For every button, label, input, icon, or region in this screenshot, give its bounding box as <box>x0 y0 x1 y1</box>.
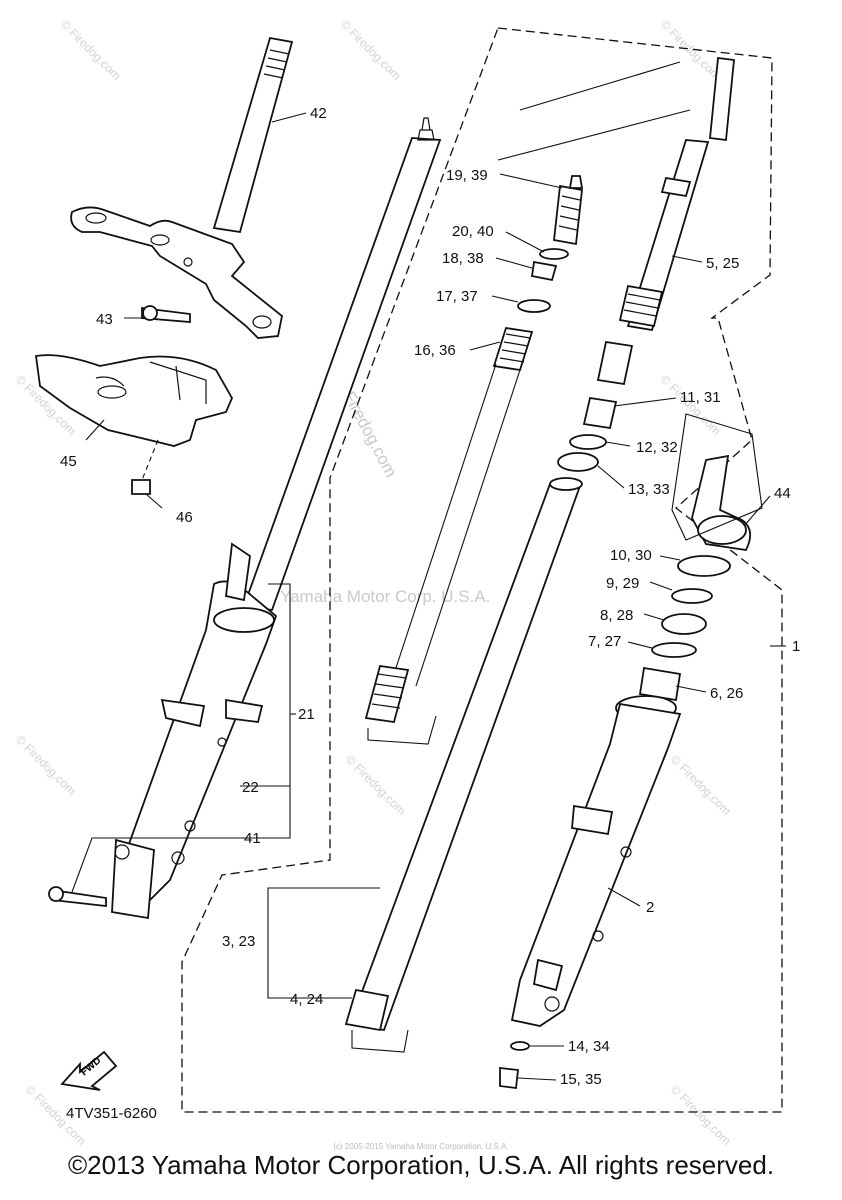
lower-bracket <box>70 206 283 339</box>
callout-41: 41 <box>244 830 261 847</box>
washer <box>651 642 697 658</box>
callout-21: 21 <box>298 706 315 723</box>
nut <box>530 260 558 282</box>
watermark-site-bbr: © Firedog.com <box>668 1082 734 1148</box>
cover-bolt <box>131 479 151 495</box>
steering-stem-shaft <box>212 36 294 234</box>
drain-bolt <box>499 1066 519 1090</box>
callout-3-23: 3, 23 <box>222 933 255 950</box>
watermark-site-bl: © Firedog.com <box>13 732 79 798</box>
callout-14-34: 14, 34 <box>568 1038 610 1055</box>
callout-5-25: 5, 25 <box>706 255 739 272</box>
callout-11-31: 11, 31 <box>680 389 721 406</box>
oil-lock-piece <box>596 340 634 386</box>
watermark-site-tl: © Firedog.com <box>58 17 124 83</box>
callout-6-26: 6, 26 <box>710 685 743 702</box>
callout-46: 46 <box>176 509 193 526</box>
callout-9-29: 9, 29 <box>606 575 639 592</box>
callout-19-39: 19, 39 <box>446 167 488 184</box>
callout-42: 42 <box>310 105 327 122</box>
callout-43: 43 <box>96 311 113 328</box>
right-fork-internals <box>344 56 735 1053</box>
headlight-cover <box>34 354 234 447</box>
callout-15-35: 15, 35 <box>560 1071 602 1088</box>
callout-7-27: 7, 27 <box>588 633 621 650</box>
callout-4-24: 4, 24 <box>290 991 323 1008</box>
callout-18-38: 18, 38 <box>442 250 484 267</box>
callout-16-36: 16, 36 <box>414 342 456 359</box>
watermark-site-bc: © Firedog.com <box>343 752 409 818</box>
callout-20-40: 20, 40 <box>452 223 494 240</box>
leader-lines <box>71 112 786 1081</box>
drawing-code: 4TV351-6260 <box>66 1105 157 1122</box>
rod-piston <box>618 284 664 328</box>
callout-12-32: 12, 32 <box>636 439 678 456</box>
left-inner-tube <box>242 137 442 611</box>
steering-stem-assembly <box>70 36 294 339</box>
cap-bolt <box>553 184 583 246</box>
callout-45: 45 <box>60 453 77 470</box>
left-fork-assembly <box>48 117 442 920</box>
callout-1: 1 <box>792 638 800 655</box>
watermark-site-tr: © Firedog.com <box>658 17 724 83</box>
callout-2: 2 <box>646 899 654 916</box>
dust-seal <box>677 555 731 577</box>
right-outer-fork <box>499 413 763 1090</box>
callout-17-37: 17, 37 <box>436 288 478 305</box>
callout-44: 44 <box>774 485 791 502</box>
footer-copyright: ©2013 Yamaha Motor Corporation, U.S.A. A… <box>67 1150 775 1180</box>
callout-labels: 42 43 45 46 21 22 41 19, 39 20, 40 18, 3… <box>60 105 800 1088</box>
fwd-arrow: FWD <box>60 1050 118 1091</box>
assembly-outline-dashed <box>181 27 783 1113</box>
watermark-site-br: © Firedog.com <box>668 752 734 818</box>
left-axle-clamp <box>111 838 155 920</box>
footer-small-copyright: (c) 2005-2015 Yamaha Motor Corporation, … <box>333 1142 509 1151</box>
damper-seat <box>582 396 618 430</box>
oil-seal <box>661 613 707 635</box>
watermark-main: Yamaha Motor Corp. U.S.A. <box>280 587 490 606</box>
retaining-clip <box>671 588 713 604</box>
fork-spring <box>492 326 534 372</box>
slide-metal <box>638 666 682 702</box>
fork-cover-assembly <box>34 354 234 495</box>
callout-8-28: 8, 28 <box>600 607 633 624</box>
damper-spring-assembly <box>364 175 584 745</box>
damper-rod <box>709 56 735 142</box>
callout-10-30: 10, 30 <box>610 547 652 564</box>
spring-lower <box>364 664 410 724</box>
callout-22: 22 <box>242 779 259 796</box>
callout-13-33: 13, 33 <box>628 481 670 498</box>
watermark-site-tc: © Firedog.com <box>338 17 404 83</box>
